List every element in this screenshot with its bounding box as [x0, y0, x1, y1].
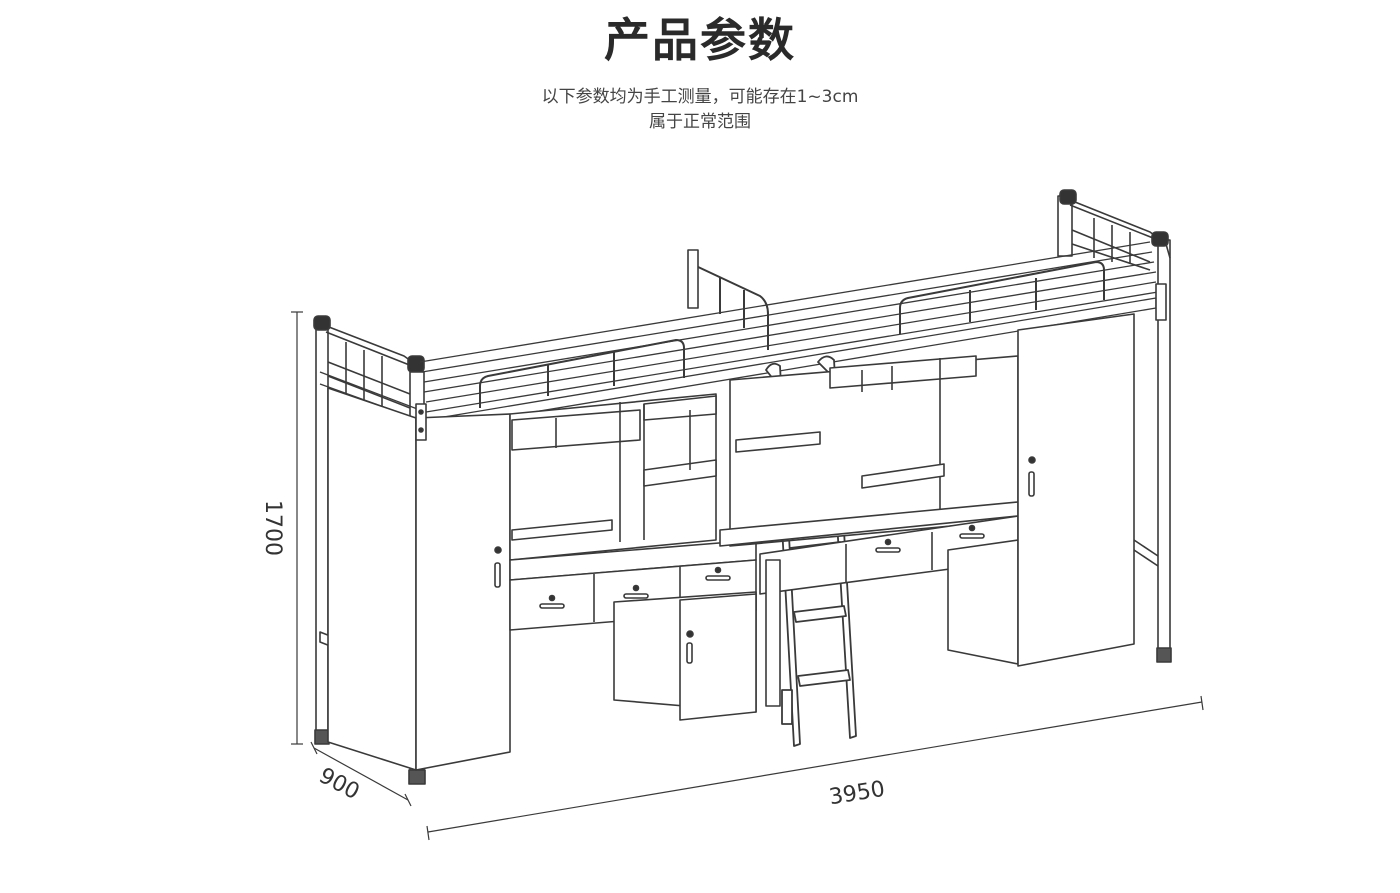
guard-rails [479, 261, 1105, 408]
left-wardrobe [327, 387, 511, 771]
height-dimension-label: 1700 [260, 500, 285, 556]
length-dimension-line [426, 695, 1204, 841]
right-desk-unit [719, 355, 1019, 707]
length-dimension-label: 3950 [827, 777, 886, 810]
page-title: 产品参数 [604, 13, 796, 67]
height-dimension-line [291, 311, 303, 745]
right-wardrobe [1017, 313, 1135, 667]
depth-dimension-label: 900 [315, 763, 364, 805]
upper-rail-bracket [415, 283, 1167, 441]
left-desk-unit [509, 393, 757, 721]
depth-dimension-line [310, 741, 412, 807]
measurement-note-line2: 属于正常范围 [649, 112, 751, 132]
measurement-note-line1: 以下参数均为手工测量，可能存在1~3cm [541, 87, 859, 107]
middle-post [687, 249, 699, 309]
right-bed-frame [1057, 189, 1172, 663]
